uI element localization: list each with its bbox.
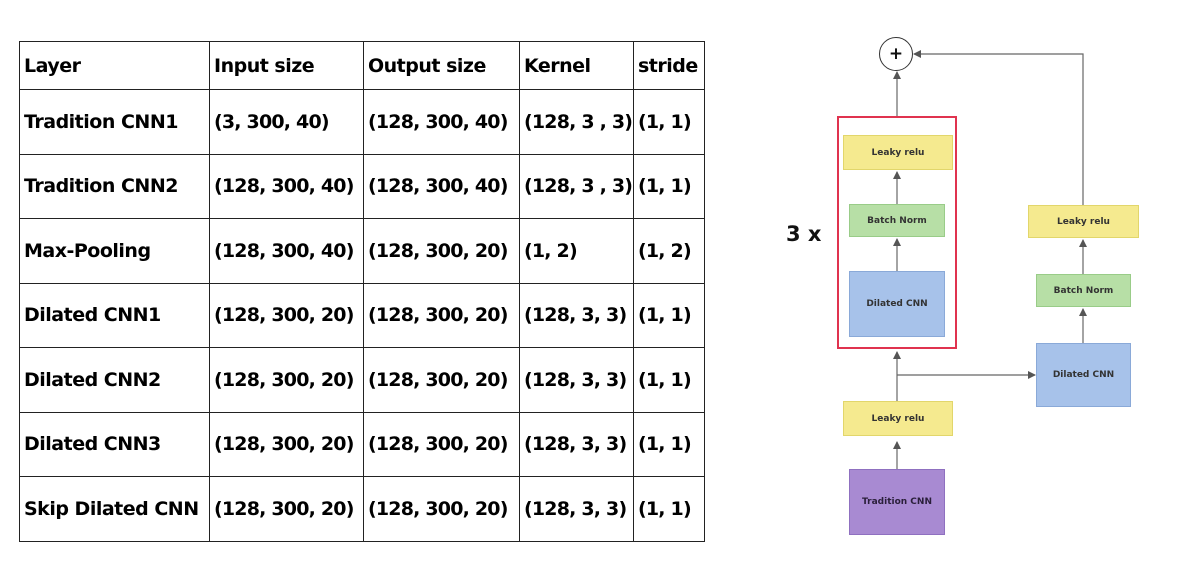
header-stride: stride	[633, 41, 705, 90]
cell-layer: Dilated CNN1	[19, 282, 210, 348]
block-batch-norm-node: Batch Norm	[849, 204, 945, 237]
sum-node: +	[879, 37, 913, 71]
cell-layer: Tradition CNN1	[19, 89, 210, 155]
pre-leaky-relu-node: Leaky relu	[843, 401, 953, 436]
header-input-size: Input size	[209, 41, 364, 90]
table-row: Skip Dilated CNN (128, 300, 20) (128, 30…	[19, 476, 705, 542]
cell-layer: Dilated CNN2	[19, 347, 210, 413]
cell-kernel: (128, 3 , 3)	[519, 153, 634, 219]
cell-kernel: (128, 3, 3)	[519, 476, 634, 542]
cell-kernel: (128, 3, 3)	[519, 347, 634, 413]
cell-stride: (1, 1)	[633, 153, 705, 219]
block-leaky-relu-node: Leaky relu	[843, 135, 953, 170]
tradition-cnn-node: Tradition CNN	[849, 469, 945, 535]
cell-input-size: (128, 300, 20)	[209, 347, 364, 413]
table-row: Dilated CNN3 (128, 300, 20) (128, 300, 2…	[19, 411, 705, 477]
arrow-skip-to-plus	[913, 50, 1084, 205]
cell-input-size: (128, 300, 40)	[209, 153, 364, 219]
table-row: Dilated CNN2 (128, 300, 20) (128, 300, 2…	[19, 347, 705, 413]
block-dilated-cnn-node: Dilated CNN	[849, 271, 945, 337]
cell-kernel: (128, 3 , 3)	[519, 89, 634, 155]
table-row: Max-Pooling (128, 300, 40) (128, 300, 20…	[19, 218, 705, 284]
cell-layer: Tradition CNN2	[19, 153, 210, 219]
table-header-row: Layer Input size Output size Kernel stri…	[19, 41, 705, 90]
cell-layer: Dilated CNN3	[19, 411, 210, 477]
cell-input-size: (128, 300, 40)	[209, 218, 364, 284]
cell-output-size: (128, 300, 20)	[363, 411, 520, 477]
skip-batch-norm-node: Batch Norm	[1036, 274, 1131, 307]
table-row: Dilated CNN1 (128, 300, 20) (128, 300, 2…	[19, 282, 705, 348]
repeat-count-label: 3 x	[786, 222, 822, 246]
cell-stride: (1, 1)	[633, 347, 705, 413]
cell-output-size: (128, 300, 20)	[363, 347, 520, 413]
cell-output-size: (128, 300, 20)	[363, 218, 520, 284]
cell-stride: (1, 1)	[633, 476, 705, 542]
header-layer: Layer	[19, 41, 210, 90]
cell-stride: (1, 1)	[633, 282, 705, 348]
repeat-block	[837, 116, 957, 349]
cell-output-size: (128, 300, 40)	[363, 89, 520, 155]
cell-output-size: (128, 300, 40)	[363, 153, 520, 219]
cell-input-size: (128, 300, 20)	[209, 282, 364, 348]
cell-input-size: (128, 300, 20)	[209, 476, 364, 542]
cell-layer: Skip Dilated CNN	[19, 476, 210, 542]
table-row: Tradition CNN1 (3, 300, 40) (128, 300, 4…	[19, 89, 705, 155]
cell-output-size: (128, 300, 20)	[363, 476, 520, 542]
cell-stride: (1, 1)	[633, 89, 705, 155]
layer-table: Layer Input size Output size Kernel stri…	[19, 41, 705, 542]
skip-leaky-relu-node: Leaky relu	[1028, 205, 1139, 238]
table-row: Tradition CNN2 (128, 300, 40) (128, 300,…	[19, 153, 705, 219]
cell-stride: (1, 2)	[633, 218, 705, 284]
cell-input-size: (3, 300, 40)	[209, 89, 364, 155]
header-kernel: Kernel	[519, 41, 634, 90]
cell-layer: Max-Pooling	[19, 218, 210, 284]
skip-dilated-cnn-node: Dilated CNN	[1036, 343, 1131, 407]
